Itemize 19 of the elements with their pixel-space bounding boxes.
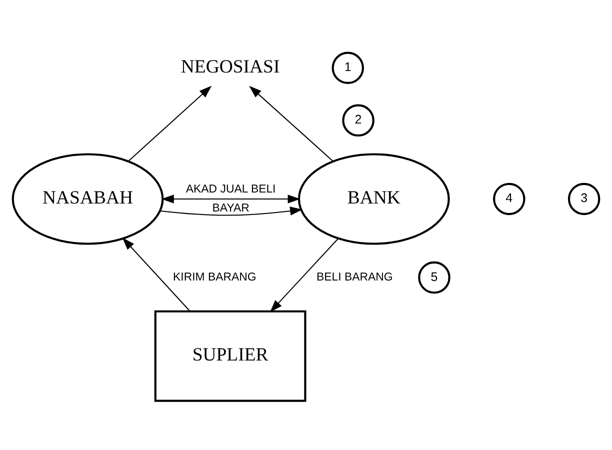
node-circle: 4 <box>493 182 526 216</box>
edge-label: BELI BARANG <box>316 271 393 284</box>
edge-label: BAYAR <box>212 202 250 214</box>
arrow <box>122 238 190 312</box>
arrow <box>161 194 300 204</box>
node-box: SUPLIER <box>154 310 306 402</box>
node-circle: 3 <box>568 182 600 216</box>
node-circle: 5 <box>418 261 450 294</box>
node-circle: 1 <box>332 52 364 84</box>
node-ellipse: NASABAH <box>12 153 164 245</box>
arrow <box>128 86 212 162</box>
arrow <box>270 238 338 312</box>
arrow <box>160 206 303 216</box>
arrow <box>249 86 334 162</box>
node-text: NEGOSIASI <box>180 56 280 78</box>
edge-label: KIRIM BARANG <box>173 271 256 284</box>
node-ellipse: BANK <box>298 153 450 245</box>
edge-label: AKAD JUAL BELI <box>186 184 276 196</box>
node-circle: 2 <box>342 104 374 137</box>
